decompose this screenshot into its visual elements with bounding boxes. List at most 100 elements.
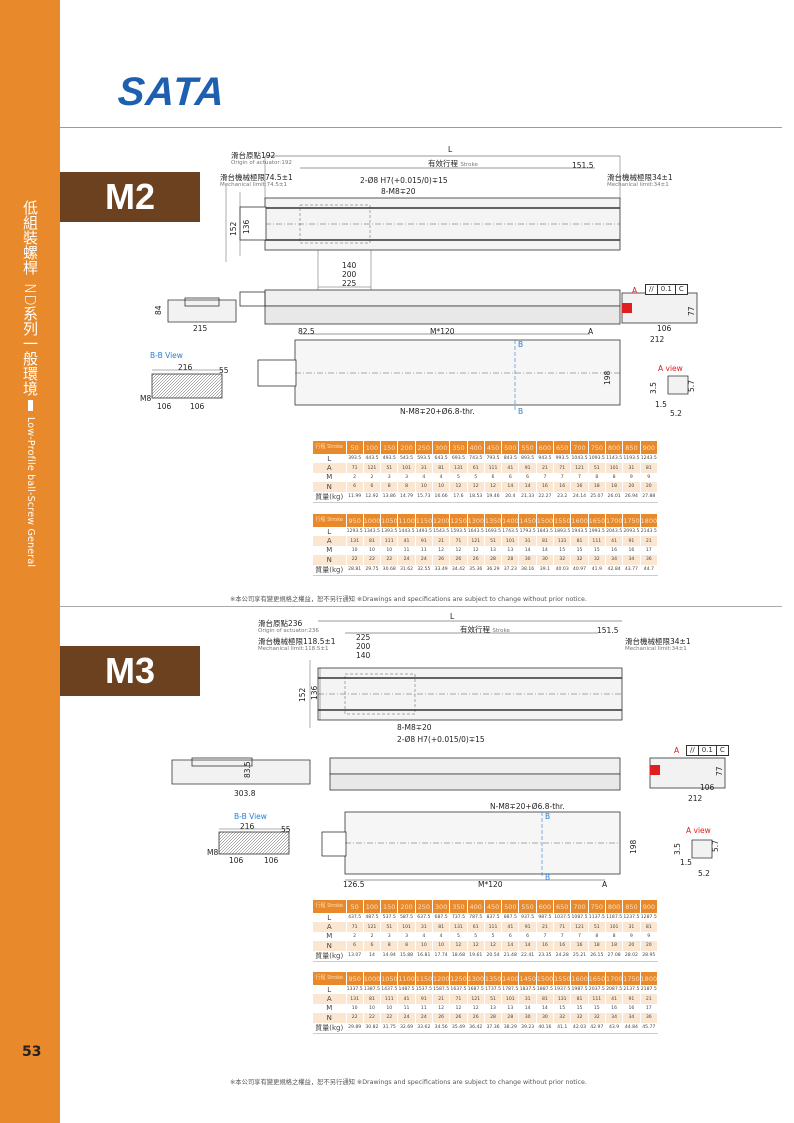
table-cell: 2043.5 xyxy=(605,527,624,537)
table-cell: 121 xyxy=(570,463,589,473)
m3-dim-m120: M*120 xyxy=(478,880,503,889)
m3-tol-symbol: // xyxy=(687,746,699,755)
table-cell: 1350 xyxy=(484,514,503,527)
table-cell: 1250 xyxy=(449,514,468,527)
table-cell: 32 xyxy=(570,555,589,565)
table-cell: 43.77 xyxy=(622,564,641,576)
row-label: N xyxy=(313,555,347,565)
table-cell: 14 xyxy=(536,1003,555,1014)
table-cell: 24.28 xyxy=(553,950,572,962)
table-cell: 1450 xyxy=(518,514,537,527)
table-cell: 700 xyxy=(570,900,589,913)
table-cell: 443.5 xyxy=(363,454,382,464)
table-cell: 42.84 xyxy=(605,564,624,576)
table-cell: 14 xyxy=(363,950,382,962)
table-cell: 5 xyxy=(467,931,485,942)
table-cell: 893.5 xyxy=(518,454,537,464)
m3-dim-77: 77 xyxy=(715,766,724,776)
table-cell: 42.03 xyxy=(570,1022,589,1034)
table-cell: 10 xyxy=(380,1003,399,1014)
table-cell: 8 xyxy=(397,482,416,492)
table-cell: 15 xyxy=(553,1003,572,1014)
table-cell: 1343.5 xyxy=(363,527,382,537)
table-cell: 2087.5 xyxy=(605,985,624,995)
table-cell: 1637.5 xyxy=(449,985,468,995)
table-cell: 41 xyxy=(605,994,624,1004)
table-cell: 101 xyxy=(397,922,416,932)
table-cell: 487.5 xyxy=(363,913,382,923)
table-cell: 25.07 xyxy=(588,491,606,503)
table-cell: 41 xyxy=(501,463,520,473)
table-cell: 16.81 xyxy=(415,950,433,962)
table-cell: 200 xyxy=(397,900,416,913)
table-cell: 1887.5 xyxy=(536,985,555,995)
table-cell: 693.5 xyxy=(449,454,468,464)
table-cell: 943.5 xyxy=(536,454,555,464)
table-cell: 1600 xyxy=(570,972,589,985)
table-cell: 12 xyxy=(467,482,485,492)
table-cell: 1543.5 xyxy=(432,527,451,537)
table-cell: 2 xyxy=(363,931,382,942)
table-cell: 34 xyxy=(622,1013,641,1023)
table-cell: 15.88 xyxy=(397,950,416,962)
table-cell: 81 xyxy=(640,463,659,473)
table-cell: 1550 xyxy=(553,972,572,985)
table-cell: 81 xyxy=(363,536,382,546)
dim-m120: M*120 xyxy=(430,327,455,336)
m3-dim-152: 152 xyxy=(298,687,307,702)
m3-tol-ref: C xyxy=(719,746,725,754)
table-cell: 81 xyxy=(432,922,451,932)
table-cell: 500 xyxy=(501,900,520,913)
table-cell: 28 xyxy=(501,555,520,565)
m3-dim-83-5: 83.5 xyxy=(243,761,252,778)
m3-mech-limit-right-en: Mechanical limit:34±1 xyxy=(625,646,687,652)
table-cell: 6 xyxy=(501,472,520,483)
table-cell: 12 xyxy=(449,941,468,951)
tol-symbol: // xyxy=(646,285,658,294)
row-label: L xyxy=(313,454,347,464)
table-cell: 33.62 xyxy=(415,1022,433,1034)
row-label: 行程 Stroke xyxy=(313,441,347,454)
table-cell: 81 xyxy=(640,922,659,932)
row-label: 行程 Stroke xyxy=(313,514,347,527)
table-cell: 30 xyxy=(536,555,555,565)
row-label: 行程 Stroke xyxy=(313,972,347,985)
table-cell: 1650 xyxy=(588,514,606,527)
table-cell: 26.15 xyxy=(588,950,606,962)
table-cell: 26 xyxy=(449,555,468,565)
table-cell: 51 xyxy=(588,922,606,932)
table-cell: 687.5 xyxy=(432,913,451,923)
table-cell: 19.61 xyxy=(467,950,485,962)
table-cell: 2143.5 xyxy=(640,527,659,537)
table-cell: 13 xyxy=(484,1003,503,1014)
table-cell: 12 xyxy=(432,1003,451,1014)
dim-55: 55 xyxy=(219,366,229,375)
table-cell: 20 xyxy=(640,941,659,951)
table-cell: 12 xyxy=(484,941,503,951)
table-cell: 40.97 xyxy=(570,564,589,576)
table-cell: 1137.5 xyxy=(588,913,606,923)
table-cell: 3 xyxy=(397,931,416,942)
table-cell: 36.29 xyxy=(484,564,503,576)
m3-dim-151-5: 151.5 xyxy=(597,626,619,635)
m3-dim-216: 216 xyxy=(240,822,255,831)
table-cell: 50 xyxy=(346,441,364,454)
m3-dim-126-5: 126.5 xyxy=(343,880,365,889)
mech-limit-right-en: Mechanical limit:34±1 xyxy=(607,182,669,188)
table-cell: 31 xyxy=(622,463,641,473)
mech-limit-left: 滑台機械極限74.5±1 xyxy=(220,173,293,182)
table-cell: 1743.5 xyxy=(501,527,520,537)
table-cell: 41 xyxy=(397,994,416,1004)
m3-dim-106-b: 106 xyxy=(264,856,279,865)
table-cell: 20 xyxy=(640,482,659,492)
table-cell: 850 xyxy=(622,441,641,454)
dim-151-5: 151.5 xyxy=(572,161,594,170)
